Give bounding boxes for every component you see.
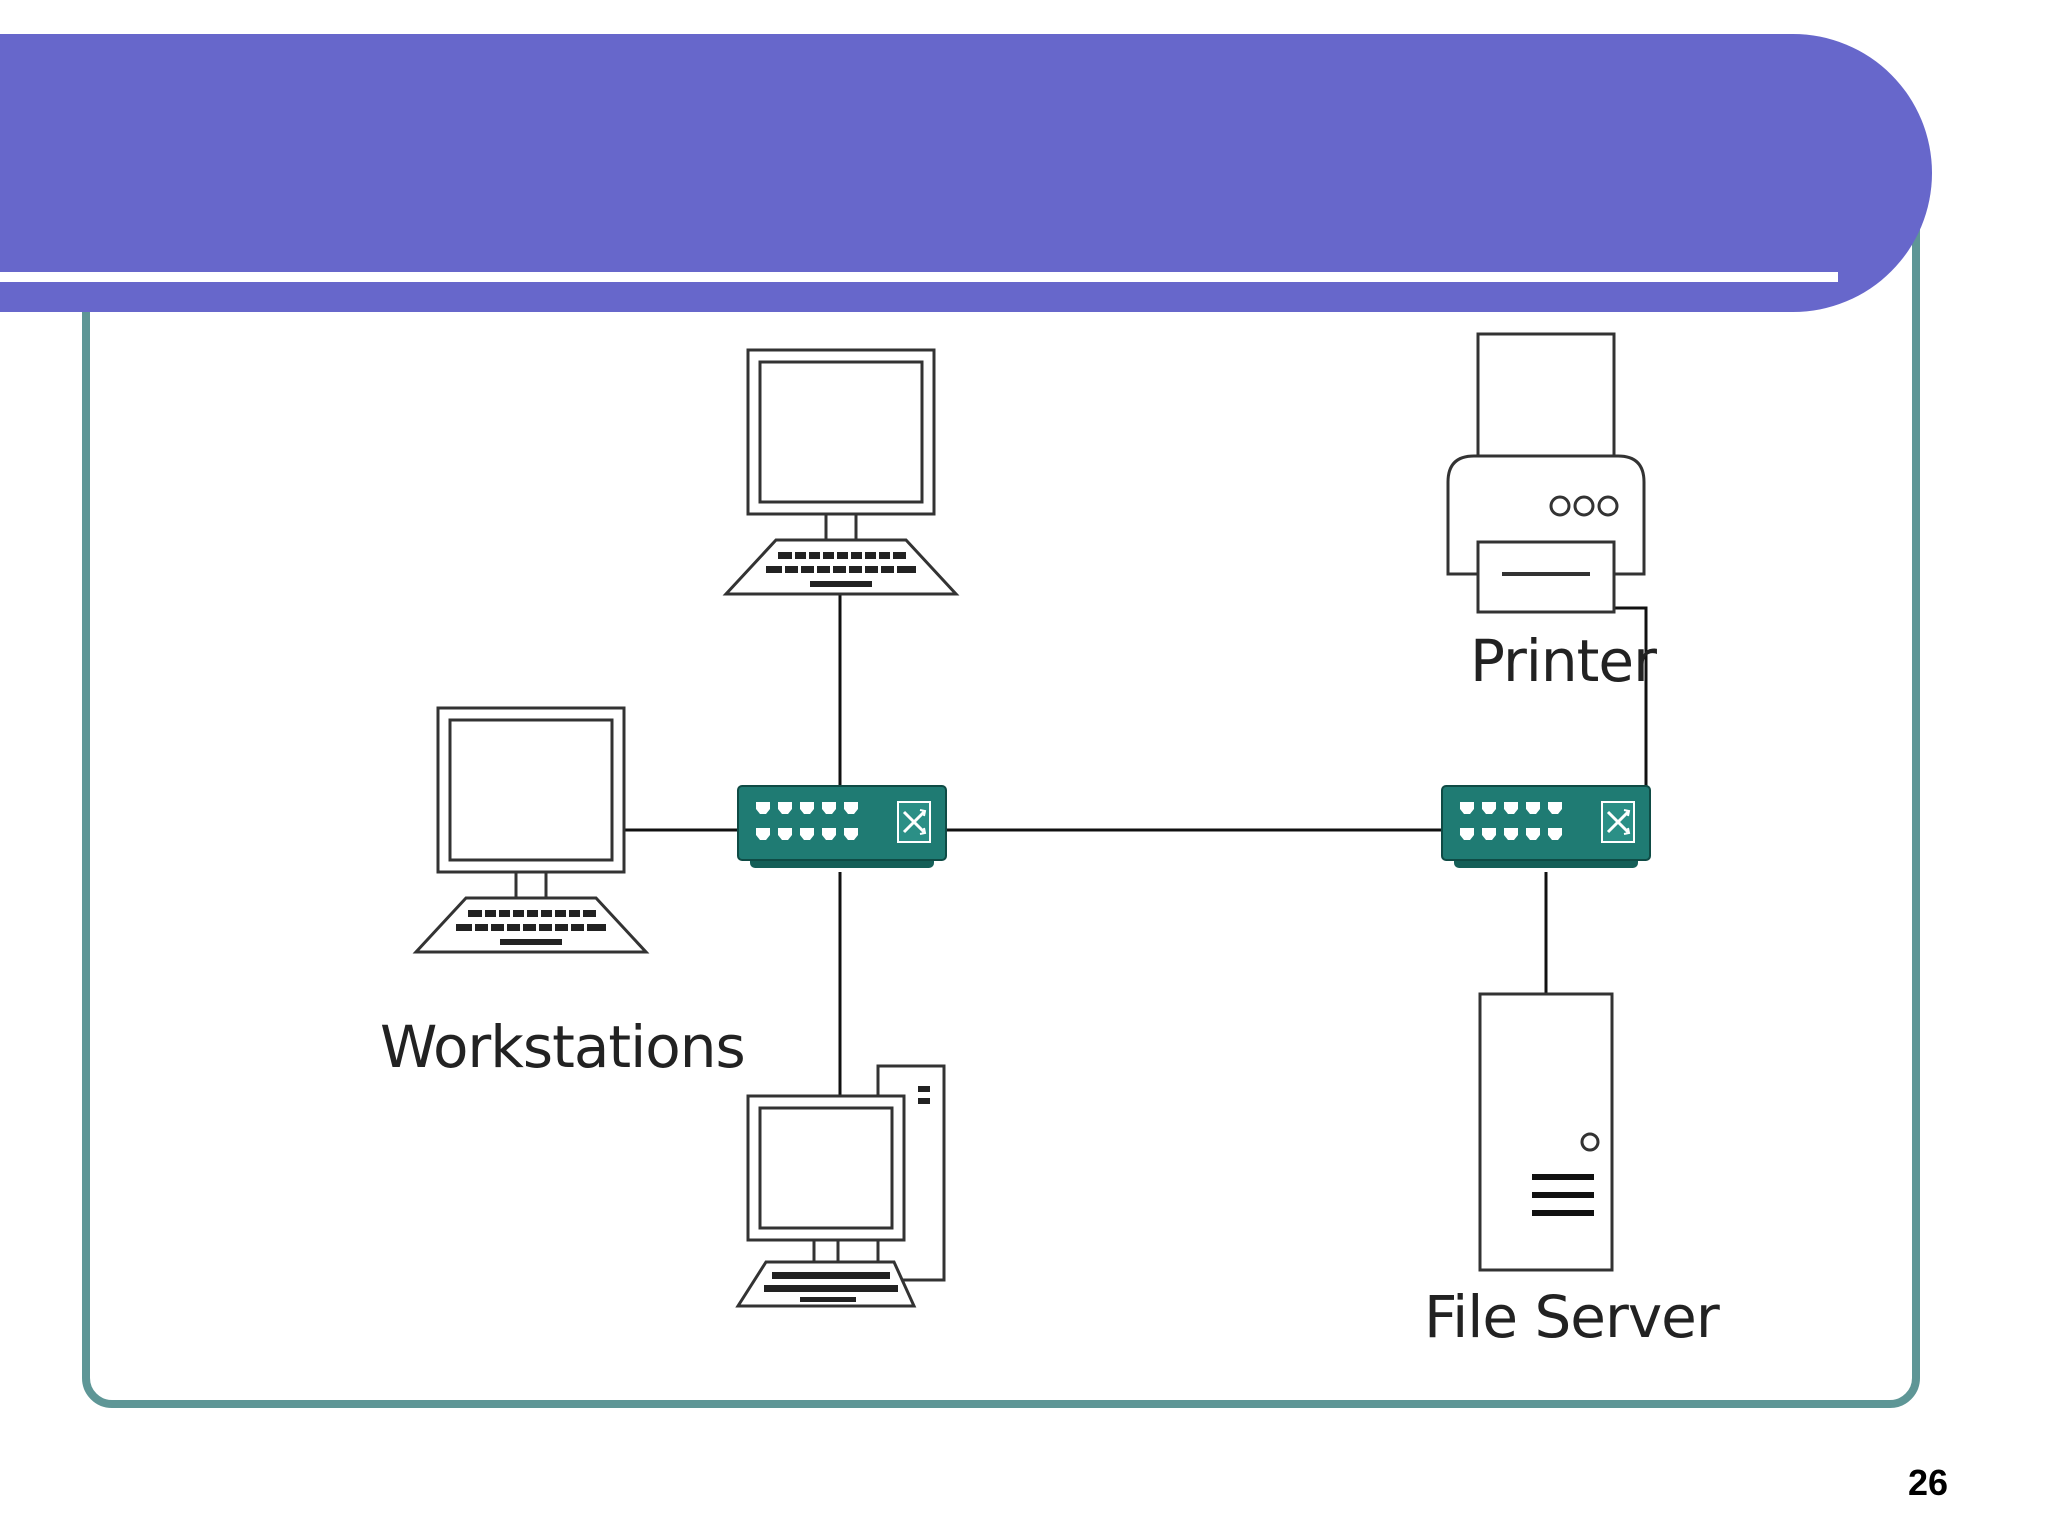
network-switch-icon	[736, 784, 948, 870]
laptop-icon	[414, 706, 648, 954]
network-switch-icon	[1440, 784, 1652, 870]
page-number: 26	[1907, 1462, 1948, 1503]
printer-icon	[1446, 332, 1646, 614]
printer-label: Printer	[1470, 627, 1657, 695]
file-server-label: File Server	[1424, 1283, 1720, 1351]
server-tower-icon	[1478, 992, 1614, 1272]
header-rule	[0, 272, 1838, 282]
header-banner	[0, 34, 1932, 312]
desktop-computer-icon	[735, 1064, 946, 1308]
workstations-label: Workstations	[380, 1013, 746, 1081]
laptop-icon	[724, 348, 958, 596]
link-printer	[1614, 606, 1648, 786]
